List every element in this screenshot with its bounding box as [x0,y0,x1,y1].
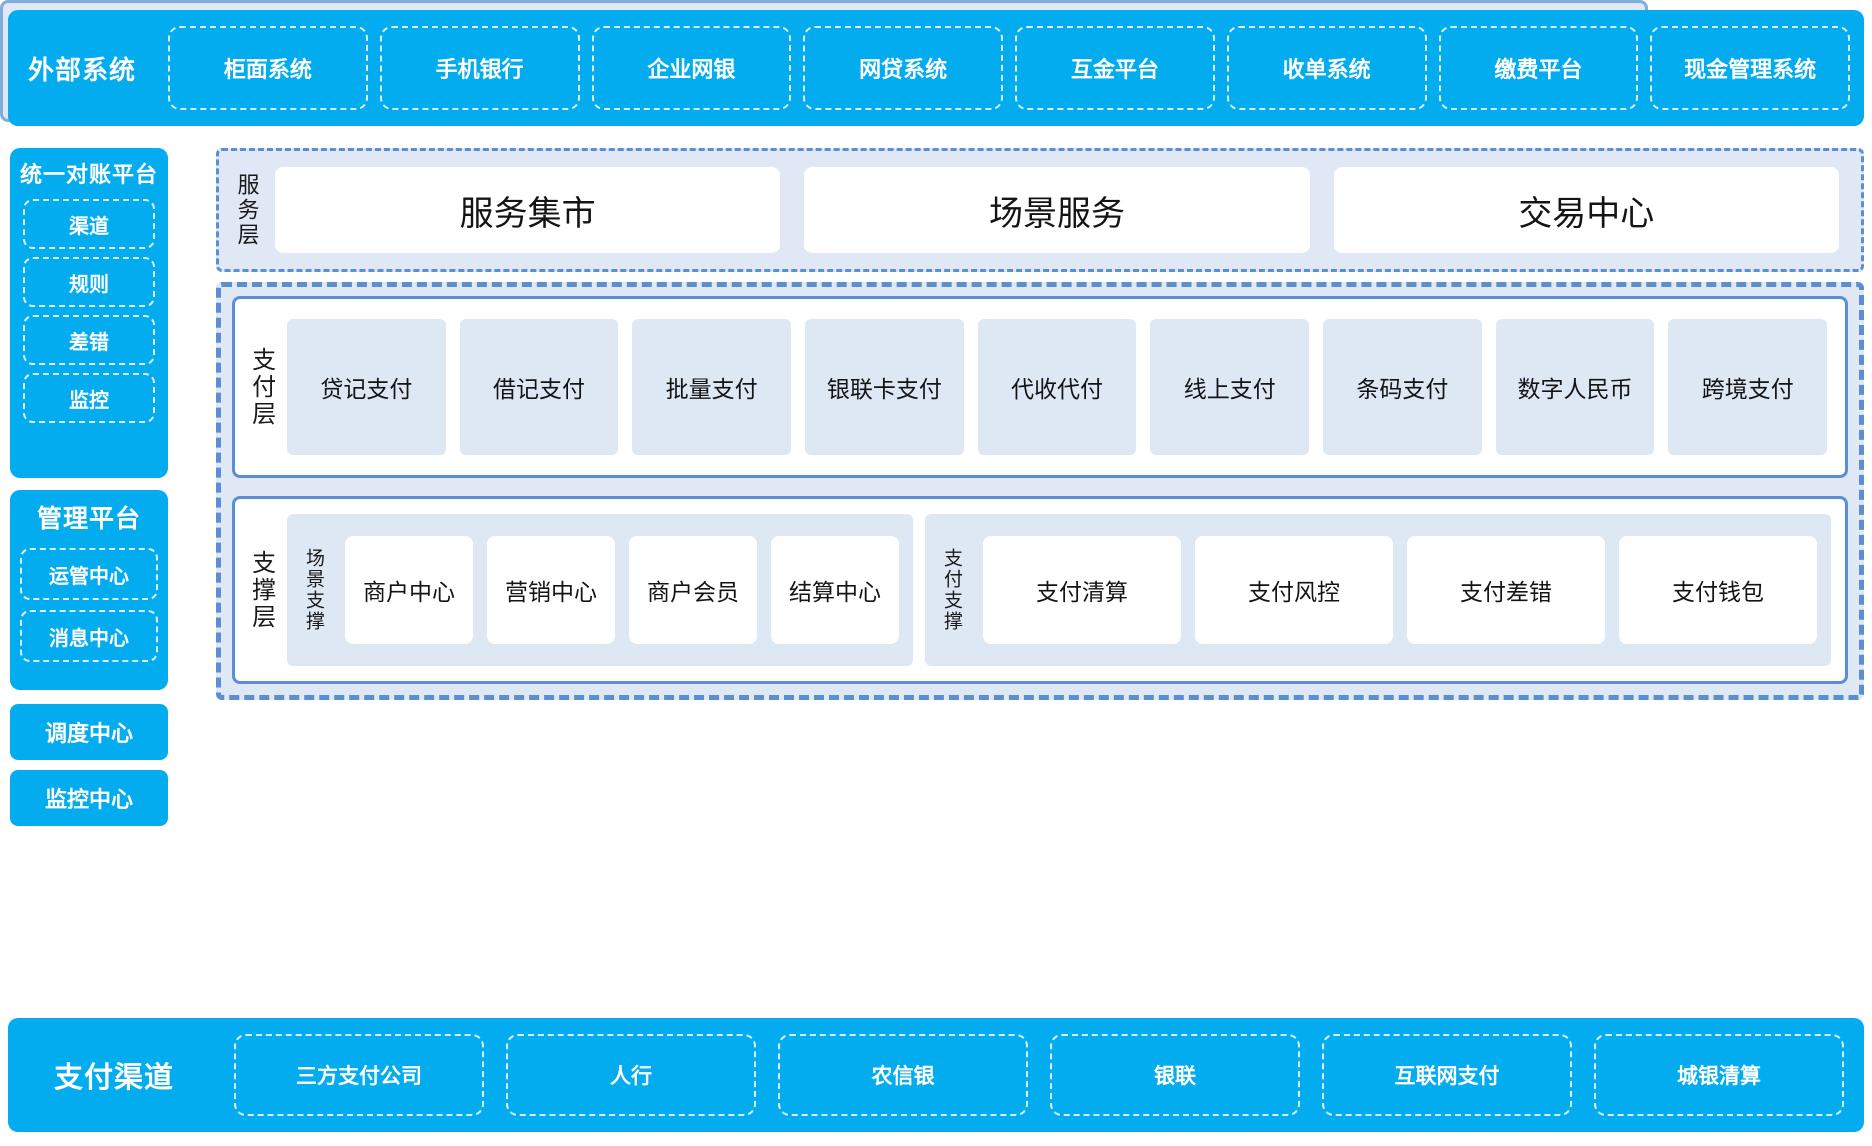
support-tile-payment-wallet[interactable]: 支付钱包 [1619,536,1817,644]
payment-layer-label: 支付层 [247,346,275,428]
payment-tile-collection-payment[interactable]: 代收代付 [977,319,1137,455]
payment-channel-title: 支付渠道 [53,1062,174,1094]
payment-tile-unionpay-card[interactable]: 银联卡支付 [805,319,964,455]
external-system-chip[interactable]: 现金管理系统 [1650,26,1850,110]
dispatch-center-card[interactable]: 调度中心 [10,704,168,760]
support-tile-payment-error[interactable]: 支付差错 [1407,536,1605,644]
external-system-chip[interactable]: 网贷系统 [803,26,1003,110]
reconciliation-item-rule[interactable]: 规则 [23,257,155,307]
payment-layer-items: 贷记支付 借记支付 批量支付 银联卡支付 代收代付 线上支付 条码支付 数字人民… [287,319,1845,455]
external-systems-title: 外部系统 [27,54,136,85]
payment-tile-barcode[interactable]: 条码支付 [1323,319,1482,455]
reconciliation-platform-title: 统一对账平台 [19,162,158,187]
payment-tile-debit[interactable]: 借记支付 [459,319,619,455]
scene-support-items: 商户中心 营销中心 商户会员 结算中心 [345,536,899,644]
management-item-message[interactable]: 消息中心 [20,610,158,662]
channel-chip-city-bank-clearing[interactable]: 城银清算 [1594,1034,1844,1116]
external-systems-row: 外部系统 柜面系统 手机银行 企业网银 网贷系统 互金平台 收单系统 缴费平台 … [8,10,1864,126]
payment-tile-digital-rmb[interactable]: 数字人民币 [1495,319,1655,455]
scene-support-label: 场景支撑 [302,548,324,632]
monitor-center-card[interactable]: 监控中心 [10,770,168,826]
payment-channel-row: 支付渠道 三方支付公司 人行 农信银 银联 互联网支付 城银清算 [8,1018,1864,1132]
service-layer-items: 服务集市 场景服务 交易中心 [275,167,1861,253]
channel-chip-internet-payment[interactable]: 互联网支付 [1322,1034,1572,1116]
service-tile-market[interactable]: 服务集市 [275,167,781,253]
external-system-chip[interactable]: 缴费平台 [1438,26,1639,110]
management-item-operations[interactable]: 运管中心 [20,548,158,600]
reconciliation-item-channel[interactable]: 渠道 [23,199,155,249]
external-system-chip[interactable]: 互金平台 [1015,26,1215,110]
channel-chip-pboc[interactable]: 人行 [506,1034,756,1116]
support-tile-marketing-center[interactable]: 营销中心 [487,536,615,644]
external-systems-chips: 柜面系统 手机银行 企业网银 网贷系统 互金平台 收单系统 缴费平台 现金管理系… [168,26,1850,110]
management-platform-card: 管理平台 运管中心 消息中心 [10,490,168,690]
payment-support-items: 支付清算 支付风控 支付差错 支付钱包 [983,536,1817,644]
payment-layer-container: 支付层 贷记支付 借记支付 批量支付 银联卡支付 代收代付 线上支付 条码支付 … [232,296,1848,478]
service-layer-label: 服务层 [234,172,260,248]
payment-tile-cross-border[interactable]: 跨境支付 [1668,319,1828,455]
service-layer-container: 服务层 服务集市 场景服务 交易中心 [216,148,1864,272]
channel-chip-third-party[interactable]: 三方支付公司 [234,1034,484,1116]
support-tile-merchant-center[interactable]: 商户中心 [345,536,473,644]
support-tile-payment-clearing[interactable]: 支付清算 [983,536,1181,644]
channel-chip-unionpay[interactable]: 银联 [1050,1034,1300,1116]
scene-support-group: 场景支撑 商户中心 营销中心 商户会员 结算中心 [287,514,913,666]
reconciliation-item-error[interactable]: 差错 [23,315,155,365]
support-layer-groups: 场景支撑 商户中心 营销中心 商户会员 结算中心 支付支撑 支付清算 支付风控 … [287,514,1845,666]
external-system-chip[interactable]: 手机银行 [379,26,580,110]
support-layer-label: 支撑层 [247,549,275,631]
payment-tile-online[interactable]: 线上支付 [1150,319,1310,455]
support-tile-settlement-center[interactable]: 结算中心 [771,536,899,644]
support-tile-merchant-member[interactable]: 商户会员 [629,536,757,644]
payment-support-group: 支付支撑 支付清算 支付风控 支付差错 支付钱包 [925,514,1831,666]
channel-chip-rcc[interactable]: 农信银 [778,1034,1028,1116]
reconciliation-platform-card: 统一对账平台 渠道 规则 差错 监控 [10,148,168,478]
external-system-chip[interactable]: 柜面系统 [168,26,368,110]
support-tile-payment-risk[interactable]: 支付风控 [1195,536,1393,644]
service-tile-transaction[interactable]: 交易中心 [1333,167,1839,253]
payment-support-label: 支付支撑 [940,548,962,632]
reconciliation-item-monitor[interactable]: 监控 [23,373,155,423]
service-tile-scenario[interactable]: 场景服务 [804,167,1310,253]
external-system-chip[interactable]: 收单系统 [1226,26,1427,110]
payment-tile-credit[interactable]: 贷记支付 [287,319,446,455]
support-layer-container: 支撑层 场景支撑 商户中心 营销中心 商户会员 结算中心 支付支撑 支付清算 支… [232,496,1848,684]
payment-tile-batch[interactable]: 批量支付 [632,319,792,455]
payment-channel-chips: 三方支付公司 人行 农信银 银联 互联网支付 城银清算 [234,1034,1864,1116]
external-system-chip[interactable]: 企业网银 [591,26,792,110]
management-platform-title: 管理平台 [36,505,141,533]
